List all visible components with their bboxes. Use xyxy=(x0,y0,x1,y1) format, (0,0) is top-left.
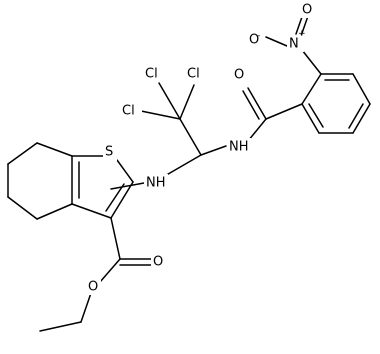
chlorine-1-label: Cl xyxy=(145,67,158,82)
bond-c2-s xyxy=(116,159,134,183)
bond-carbonyl-o-b xyxy=(242,90,260,120)
nitro-oxygen-double-label: O xyxy=(302,3,312,18)
bond-ccl3-cl2 xyxy=(179,84,195,120)
nitro-oxygen-minus-label: O xyxy=(249,33,259,48)
bond-ring-e xyxy=(301,103,320,134)
bond-ring-e-inner xyxy=(308,103,324,128)
bond-ring-f xyxy=(301,73,322,105)
bond-c4-c3a xyxy=(36,203,73,220)
bond-nh-ch xyxy=(200,145,227,156)
bond-ch2-ch3 xyxy=(39,321,82,332)
thiophene-sulfur-label: S xyxy=(105,145,113,160)
bond-ring-b xyxy=(352,73,371,105)
chlorine-2-label: Cl xyxy=(187,67,200,82)
bond-ch-ccl3 xyxy=(179,118,202,156)
bond-ring-c xyxy=(352,103,371,134)
bond-ccl3-cl3 xyxy=(140,110,181,120)
atom-label-layer: O - N + O O NH Cl Cl Cl NH S O O xyxy=(86,2,313,295)
bond-c7-c6 xyxy=(7,142,38,165)
bond-c7a-c7 xyxy=(36,142,73,157)
nitro-nitrogen-plus-charge: + xyxy=(298,29,306,39)
nitro-nitrogen-plus-label: N xyxy=(289,37,299,52)
bond-c3-c2-inner xyxy=(105,183,125,212)
bond-ch-amine-nh xyxy=(162,154,202,178)
bond-n-aryl xyxy=(301,49,322,75)
bond-carbonyl-nh xyxy=(247,118,267,142)
bond-o-minus-n xyxy=(265,36,288,47)
bond-c5-c4 xyxy=(7,196,38,220)
chlorine-3-label: Cl xyxy=(122,104,135,119)
bond-c3-c2 xyxy=(110,181,134,219)
amide-oxygen-label: O xyxy=(234,68,244,83)
bond-ether-o-ch2 xyxy=(80,292,92,323)
nitro-oxygen-minus-charge: - xyxy=(257,31,260,41)
bond-aryl-carbonyl xyxy=(265,103,303,120)
bond-carbonyl-o-a xyxy=(247,87,267,120)
ester-carbonyl-oxygen-label: O xyxy=(153,255,163,270)
bond-layer xyxy=(7,13,371,332)
bond-ccl3-cl1 xyxy=(158,82,181,120)
amine-nh-label: NH xyxy=(146,176,166,191)
ester-ether-oxygen-label: O xyxy=(88,280,98,295)
bond-amine-nh-c2 xyxy=(110,182,145,190)
bond-c3a-c3 xyxy=(71,203,112,219)
bond-ring-c-inner xyxy=(348,103,364,129)
bond-n-o-double-a xyxy=(300,15,309,37)
bond-c3-ester-carbon xyxy=(110,217,121,260)
amide-nh-label: NH xyxy=(229,140,249,155)
bond-ester-ether-o xyxy=(99,258,121,283)
